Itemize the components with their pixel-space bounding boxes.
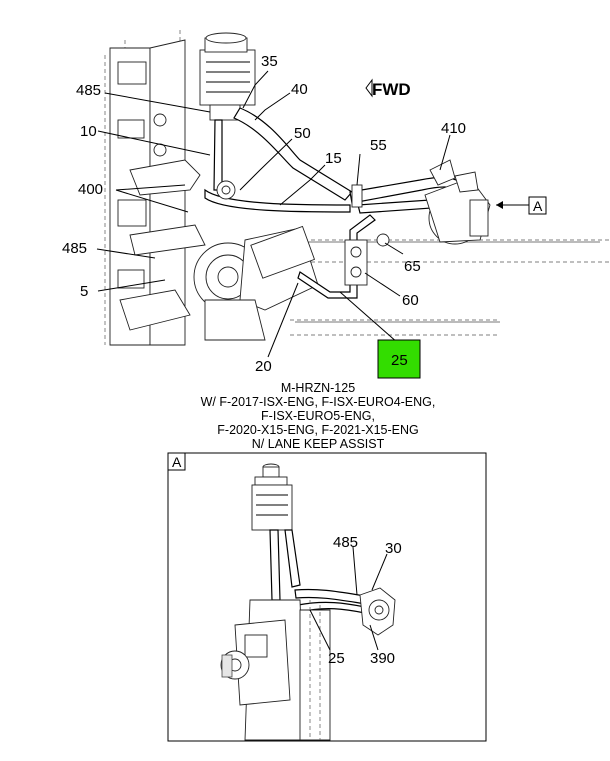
fwd-arrow-icon bbox=[365, 78, 373, 98]
view-marker-label: A bbox=[533, 198, 543, 214]
fwd-label: FWD bbox=[372, 80, 411, 99]
callout-40: 40 bbox=[291, 81, 308, 98]
callouts: 35 40 485 10 50 15 55 410 400 485 5 65 6… bbox=[62, 53, 466, 375]
highlight-label: 25 bbox=[391, 352, 408, 369]
callout-15: 15 bbox=[325, 150, 342, 167]
leader-lines bbox=[96, 70, 529, 358]
view-marker: A bbox=[528, 196, 547, 215]
callout-410: 410 bbox=[441, 120, 466, 137]
caption-line-5: N/ LANE KEEP ASSIST bbox=[252, 437, 385, 451]
caption-line-3: F-ISX-EURO5-ENG, bbox=[261, 409, 375, 423]
caption-line-1: M-HRZN-125 bbox=[281, 381, 355, 395]
callout-400: 400 bbox=[78, 181, 103, 198]
callout-20: 20 bbox=[255, 358, 272, 375]
detail-callout-485: 485 bbox=[333, 534, 358, 551]
detail-view-label: A bbox=[172, 454, 182, 470]
detail-callout-390: 390 bbox=[370, 650, 395, 667]
detail-callout-30: 30 bbox=[385, 540, 402, 557]
highlight-callout-25[interactable]: 25 bbox=[377, 339, 421, 379]
caption-line-2: W/ F-2017-ISX-ENG, F-ISX-EURO4-ENG, bbox=[201, 395, 436, 409]
callout-35: 35 bbox=[261, 53, 278, 70]
callout-60: 60 bbox=[402, 292, 419, 309]
detail-callout-25: 25 bbox=[328, 650, 345, 667]
callout-485-top: 485 bbox=[76, 82, 101, 99]
detail-view-a: A 485 30 25 390 bbox=[167, 452, 487, 742]
main-illustration bbox=[104, 30, 610, 346]
callout-65: 65 bbox=[404, 258, 421, 275]
callout-55: 55 bbox=[370, 137, 387, 154]
callout-10: 10 bbox=[80, 123, 97, 140]
caption-line-4: F-2020-X15-ENG, F-2021-X15-ENG bbox=[217, 423, 418, 437]
caption: M-HRZN-125 W/ F-2017-ISX-ENG, F-ISX-EURO… bbox=[201, 381, 436, 451]
callout-50: 50 bbox=[294, 125, 311, 142]
highlight-box[interactable] bbox=[377, 339, 421, 379]
callout-5: 5 bbox=[80, 283, 88, 300]
callout-485-left: 485 bbox=[62, 240, 87, 257]
fwd-indicator: FWD bbox=[365, 78, 411, 99]
